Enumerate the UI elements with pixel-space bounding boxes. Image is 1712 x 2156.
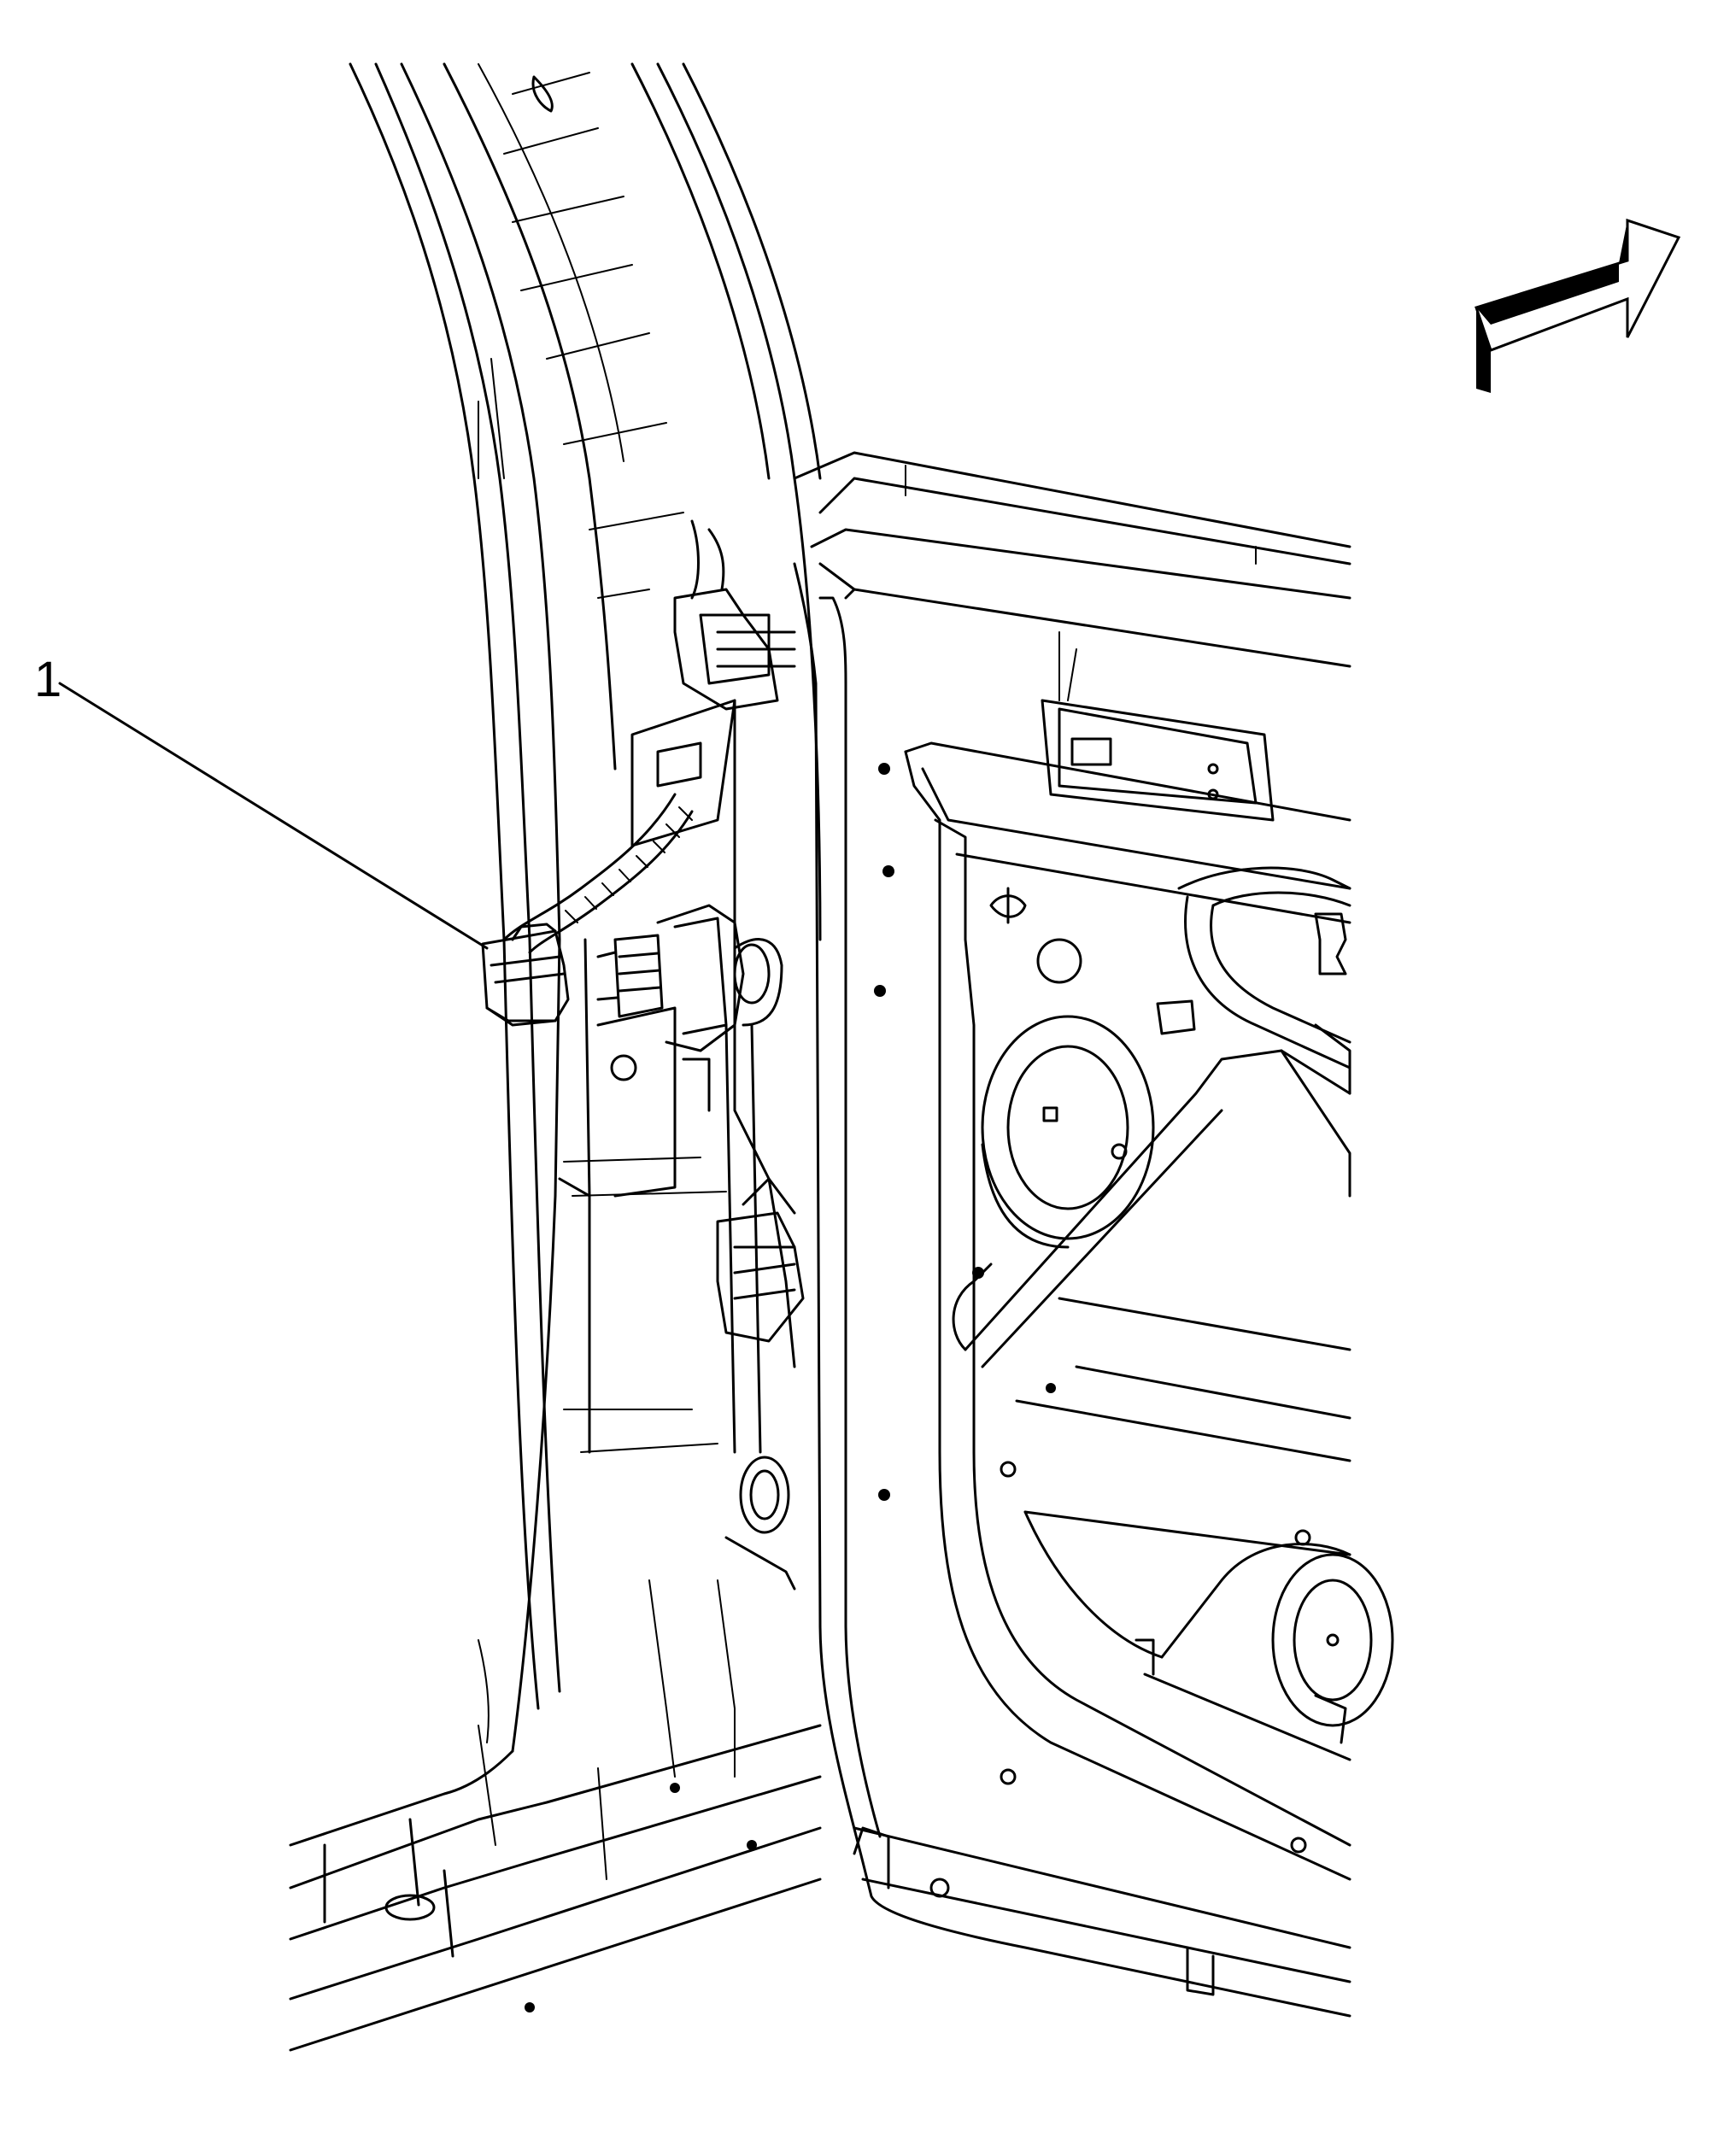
wiring-harness-connector: [481, 793, 783, 1052]
a-pillar-body-structure: [289, 62, 822, 2052]
callout-1: 1: [34, 652, 489, 950]
callout-1-leader-line: [58, 682, 489, 950]
door-hinge-area: [596, 519, 805, 1591]
front-direction-arrow-icon: [1475, 218, 1681, 393]
callout-1-label: 1: [34, 652, 62, 707]
front-door-inner-panel: [793, 451, 1394, 2018]
